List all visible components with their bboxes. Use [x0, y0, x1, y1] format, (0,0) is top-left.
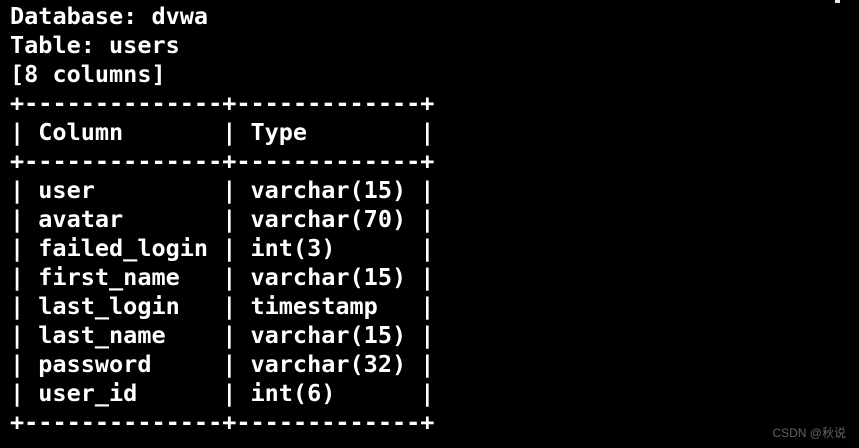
- border-pipe: |: [222, 205, 237, 233]
- table-row: | failed_login | int(3) |: [10, 234, 859, 263]
- column-header-cell: Column: [38, 118, 124, 146]
- border-pipe: |: [10, 176, 25, 204]
- database-label: Database:: [10, 2, 138, 30]
- column-type-cell: varchar(15): [250, 176, 407, 204]
- database-line: Database: dvwa: [10, 2, 859, 31]
- border-pipe: |: [420, 263, 435, 291]
- column-name-cell: last_login: [38, 292, 180, 320]
- table-row: | last_name | varchar(15) |: [10, 321, 859, 350]
- table-row: | user | varchar(15) |: [10, 176, 859, 205]
- border-pipe: |: [222, 234, 237, 262]
- watermark: CSDN @秋说: [772, 426, 846, 440]
- border-pipe: |: [10, 292, 25, 320]
- table-row: | user_id | int(6) |: [10, 379, 859, 408]
- border-pipe: |: [420, 321, 435, 349]
- database-value: dvwa: [151, 2, 209, 30]
- columns-count-line: [8 columns]: [10, 60, 166, 88]
- table-row: | password | varchar(32) |: [10, 350, 859, 379]
- table-border-middle: +--------------+-------------+: [10, 147, 435, 175]
- table-row: | first_name | varchar(15) |: [10, 263, 859, 292]
- border-pipe: |: [420, 379, 435, 407]
- column-name-cell: first_name: [38, 263, 180, 291]
- column-type-cell: varchar(15): [250, 321, 407, 349]
- table-label: Table:: [10, 31, 95, 59]
- column-name-cell: failed_login: [38, 234, 209, 262]
- table-row: | avatar | varchar(70) |: [10, 205, 859, 234]
- table-border-top: +--------------+-------------+: [10, 89, 435, 117]
- border-pipe: |: [10, 118, 25, 146]
- table-row: | last_login | timestamp |: [10, 292, 859, 321]
- border-pipe: |: [420, 234, 435, 262]
- table-border-bottom: +--------------+-------------+: [10, 408, 435, 436]
- column-name-cell: avatar: [38, 205, 124, 233]
- border-pipe: |: [10, 350, 25, 378]
- border-pipe: |: [222, 263, 237, 291]
- column-type-cell: varchar(15): [250, 263, 407, 291]
- border-pipe: |: [10, 205, 25, 233]
- border-pipe: |: [10, 321, 25, 349]
- column-name-cell: user_id: [38, 379, 138, 407]
- border-pipe: |: [222, 379, 237, 407]
- type-header-cell: Type: [250, 118, 308, 146]
- border-pipe: |: [420, 292, 435, 320]
- table-name-value: users: [109, 31, 180, 59]
- table-header-row: | Column | Type |: [10, 118, 859, 147]
- border-pipe: |: [222, 292, 237, 320]
- border-pipe: |: [222, 118, 237, 146]
- border-pipe: |: [222, 176, 237, 204]
- column-type-cell: int(3): [250, 234, 336, 262]
- border-pipe: |: [10, 379, 25, 407]
- table-name-line: Table: users: [10, 31, 859, 60]
- border-pipe: |: [420, 205, 435, 233]
- border-pipe: |: [222, 321, 237, 349]
- column-name-cell: last_name: [38, 321, 166, 349]
- border-pipe: |: [222, 350, 237, 378]
- border-pipe: |: [420, 176, 435, 204]
- border-pipe: |: [420, 118, 435, 146]
- border-pipe: |: [420, 350, 435, 378]
- column-type-cell: int(6): [250, 379, 336, 407]
- column-type-cell: varchar(70): [250, 205, 407, 233]
- column-type-cell: timestamp: [250, 292, 378, 320]
- column-type-cell: varchar(32): [250, 350, 407, 378]
- border-pipe: |: [10, 234, 25, 262]
- column-name-cell: password: [38, 350, 152, 378]
- screen-artifact: [835, 0, 840, 3]
- border-pipe: |: [10, 263, 25, 291]
- column-name-cell: user: [38, 176, 95, 204]
